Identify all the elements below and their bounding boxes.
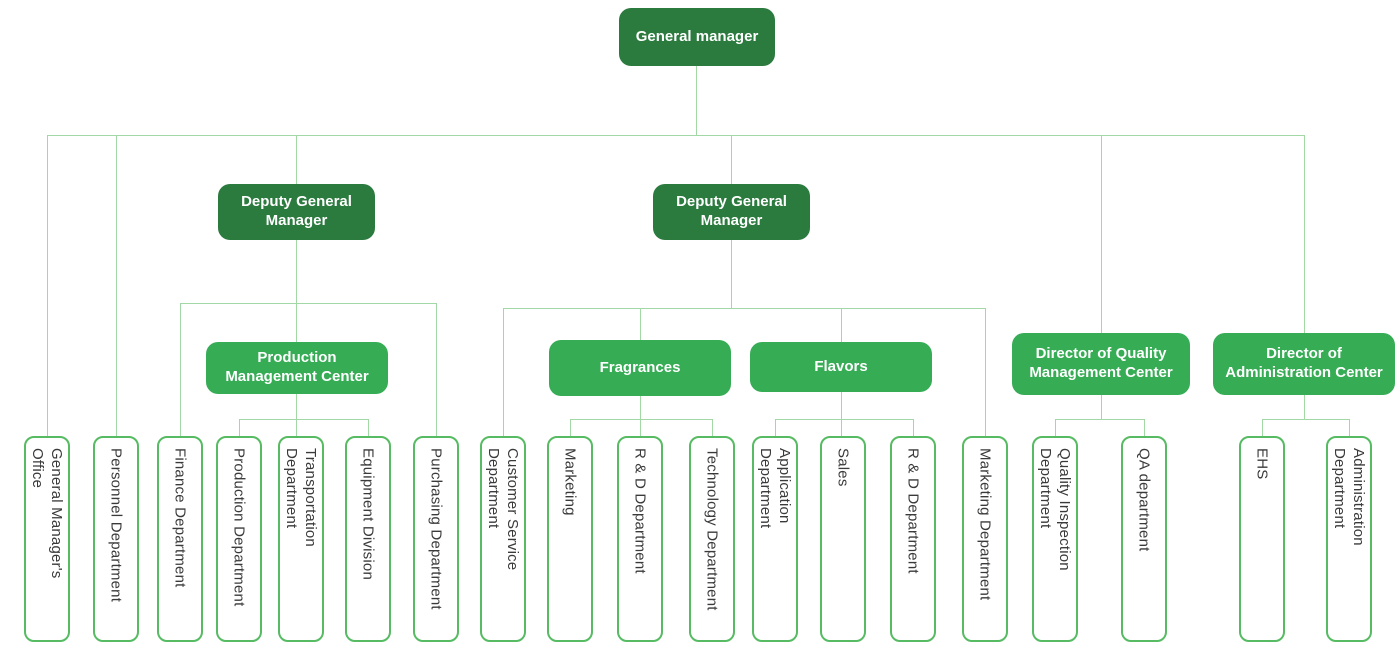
leaf-customer-service-department: Customer Service Department — [480, 436, 526, 642]
connector-line — [503, 308, 504, 436]
connector-line — [1304, 135, 1305, 333]
leaf-label: Customer Service Department — [485, 448, 521, 571]
connector-line — [985, 308, 986, 436]
connector-line — [1101, 395, 1102, 419]
node-production-management-center: Production Management Center — [206, 342, 388, 394]
connector-line — [1144, 419, 1145, 436]
leaf-label: Finance Department — [171, 448, 189, 588]
connector-line — [731, 240, 732, 308]
leaf-application-department: Application Department — [752, 436, 798, 642]
connector-line — [1262, 419, 1350, 420]
leaf-ehs: EHS — [1239, 436, 1285, 642]
connector-line — [180, 303, 437, 304]
connector-line — [296, 303, 297, 342]
connector-line — [1349, 419, 1350, 436]
leaf-quality-inspection-department: Quality Inspection Department — [1032, 436, 1078, 642]
leaf-production-department: Production Department — [216, 436, 262, 642]
connector-line — [841, 308, 842, 342]
leaf-marketing: Marketing — [547, 436, 593, 642]
leaf-finance-department: Finance Department — [157, 436, 203, 642]
leaf-label: Administration Department — [1331, 448, 1367, 546]
leaf-label: Equipment Division — [359, 448, 377, 580]
connector-line — [1304, 395, 1305, 419]
connector-line — [116, 135, 117, 436]
connector-line — [712, 419, 713, 436]
leaf-label: Transportation Department — [283, 448, 319, 547]
leaf-purchasing-department: Purchasing Department — [413, 436, 459, 642]
connector-line — [503, 308, 986, 309]
leaf-sales: Sales — [820, 436, 866, 642]
leaf-administration-department: Administration Department — [1326, 436, 1372, 642]
connector-line — [180, 303, 181, 436]
connector-line — [1055, 419, 1056, 436]
connector-line — [640, 308, 641, 340]
leaf-rd-department-flavors: R & D Department — [890, 436, 936, 642]
node-director-administration-center: Director of Administration Center — [1213, 333, 1395, 395]
connector-line — [47, 135, 48, 436]
leaf-label: Technology Department — [703, 448, 721, 611]
leaf-label: EHS — [1253, 448, 1271, 480]
leaf-qa-department: QA department — [1121, 436, 1167, 642]
leaf-label: Application Department — [757, 448, 793, 529]
connector-line — [368, 419, 369, 436]
leaf-label: Production Department — [230, 448, 248, 607]
leaf-label: R & D Department — [631, 448, 649, 574]
connector-line — [570, 419, 571, 436]
node-deputy-general-manager-1: Deputy General Manager — [218, 184, 375, 240]
connector-line — [913, 419, 914, 436]
node-flavors: Flavors — [750, 342, 932, 392]
leaf-label: Marketing — [561, 448, 579, 516]
leaf-label: Quality Inspection Department — [1037, 448, 1073, 571]
leaf-label: R & D Department — [904, 448, 922, 574]
leaf-label: QA department — [1135, 448, 1153, 552]
leaf-label: General Manager's Office — [29, 448, 65, 579]
node-fragrances: Fragrances — [549, 340, 731, 396]
connector-line — [1101, 135, 1102, 333]
connector-line — [296, 394, 297, 436]
connector-line — [296, 135, 297, 184]
node-general-manager: General manager — [619, 8, 775, 66]
connector-line — [239, 419, 369, 420]
leaf-marketing-department: Marketing Department — [962, 436, 1008, 642]
connector-line — [775, 419, 914, 420]
connector-line — [239, 419, 240, 436]
connector-line — [1055, 419, 1145, 420]
connector-line — [640, 396, 641, 436]
leaf-rd-department-fragrances: R & D Department — [617, 436, 663, 642]
node-director-quality-management-center: Director of Quality Management Center — [1012, 333, 1190, 395]
connector-line — [731, 135, 732, 184]
leaf-personnel-department: Personnel Department — [93, 436, 139, 642]
connector-line — [436, 303, 437, 436]
leaf-label: Marketing Department — [976, 448, 994, 601]
connector-line — [570, 419, 713, 420]
node-deputy-general-manager-2: Deputy General Manager — [653, 184, 810, 240]
connector-line — [775, 419, 776, 436]
connector-line — [47, 135, 1305, 136]
connector-line — [296, 240, 297, 303]
connector-line — [1262, 419, 1263, 436]
connector-line — [696, 66, 697, 135]
connector-line — [841, 392, 842, 436]
leaf-label: Personnel Department — [107, 448, 125, 603]
leaf-transportation-department: Transportation Department — [278, 436, 324, 642]
leaf-label: Sales — [834, 448, 852, 487]
leaf-technology-department: Technology Department — [689, 436, 735, 642]
leaf-equipment-division: Equipment Division — [345, 436, 391, 642]
leaf-label: Purchasing Department — [427, 448, 445, 610]
leaf-general-managers-office: General Manager's Office — [24, 436, 70, 642]
